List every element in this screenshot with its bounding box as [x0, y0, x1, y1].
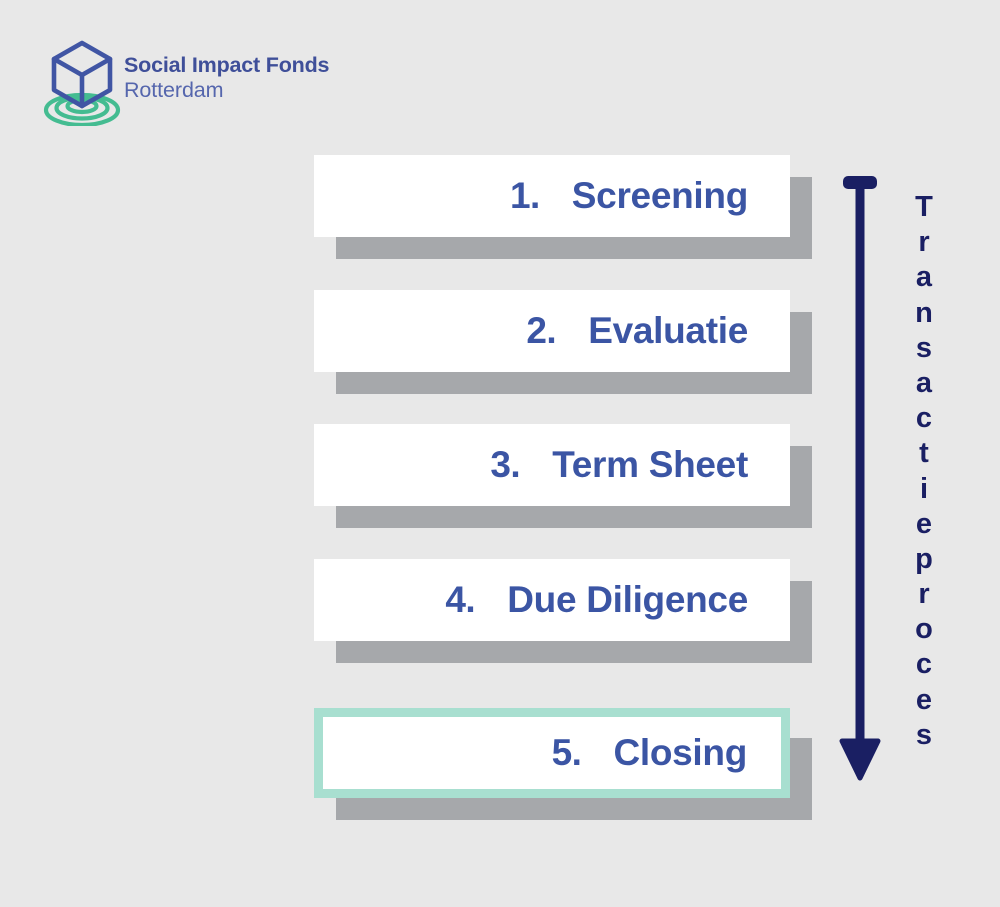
caption-char: s — [915, 718, 933, 751]
process-direction-arrow-icon — [838, 176, 882, 788]
caption-char: e — [915, 683, 933, 716]
brand-logo: Social Impact Fonds Rotterdam — [38, 38, 378, 130]
step-label: Evaluatie — [588, 310, 748, 351]
caption-char: a — [915, 261, 933, 294]
caption-char: p — [915, 542, 933, 575]
caption-char: o — [915, 613, 933, 646]
step-label: Closing — [613, 732, 747, 773]
step-content: 2. Evaluatie — [526, 310, 790, 352]
step-box[interactable]: 4. Due Diligence — [314, 559, 790, 641]
step-label: Term Sheet — [552, 444, 748, 485]
step-box[interactable]: 1. Screening — [314, 155, 790, 237]
caption-char: t — [919, 437, 929, 470]
caption-char: T — [915, 191, 933, 223]
step-number: 2. — [526, 310, 557, 351]
step-content: 1. Screening — [510, 175, 790, 217]
caption-char: n — [915, 296, 933, 329]
step-box[interactable]: 2. Evaluatie — [314, 290, 790, 372]
brand-wordmark: Social Impact Fonds Rotterdam — [124, 53, 384, 103]
caption-char: c — [915, 402, 933, 435]
caption-char: s — [915, 331, 933, 364]
step-label: Screening — [571, 175, 749, 216]
step-content: 4. Due Diligence — [445, 579, 790, 621]
step-number: 3. — [490, 444, 521, 485]
caption-char: r — [918, 226, 930, 259]
caption-char: r — [918, 578, 930, 611]
step-box-highlighted[interactable]: 5. Closing — [314, 708, 790, 798]
caption-char: e — [915, 507, 933, 540]
caption-char: i — [919, 472, 929, 505]
cube-with-ripples-logo-icon — [38, 38, 128, 128]
brand-name-primary: Social Impact Fonds — [124, 53, 330, 77]
caption-char: a — [915, 366, 933, 399]
step-content: 5. Closing — [552, 732, 781, 774]
transaction-process-caption: T r a n s a c t i e p r o c e s — [898, 190, 950, 751]
step-number: 5. — [551, 732, 582, 773]
step-content: 3. Term Sheet — [490, 444, 790, 486]
step-label: Due Diligence — [507, 579, 748, 620]
caption-char: c — [915, 648, 933, 681]
step-number: 4. — [445, 579, 476, 620]
step-box[interactable]: 3. Term Sheet — [314, 424, 790, 506]
step-number: 1. — [509, 175, 540, 216]
brand-name-secondary: Rotterdam — [124, 78, 224, 103]
